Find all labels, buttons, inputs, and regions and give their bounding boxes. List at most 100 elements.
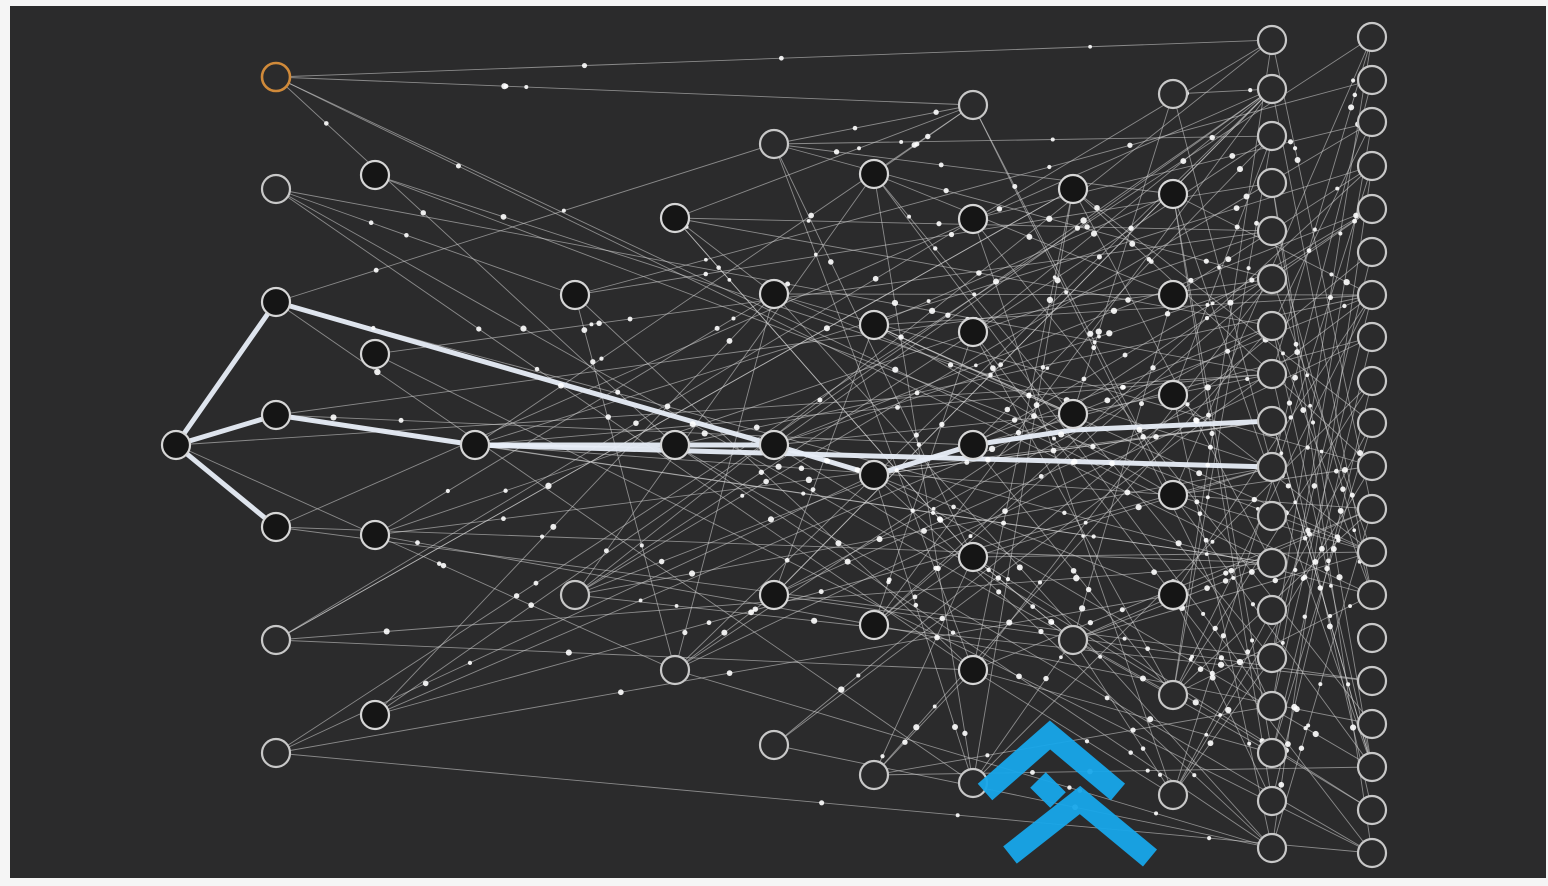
graph-edge [1172, 294, 1373, 696]
graph-edge [773, 143, 974, 558]
graph-node [1256, 73, 1288, 105]
signal-particle [926, 299, 931, 303]
graph-node [1157, 178, 1189, 210]
signal-particle [988, 445, 996, 453]
signal-particle [1037, 580, 1043, 585]
signal-particle [1033, 402, 1040, 408]
graph-edge [972, 669, 1273, 754]
graph-node [1157, 379, 1189, 411]
signal-particle [1050, 447, 1057, 454]
graph-node [858, 309, 890, 341]
graph-edge [574, 294, 676, 671]
signal-particle [952, 724, 959, 731]
signal-particle [1285, 741, 1291, 747]
signal-particle [1054, 277, 1061, 284]
signal-particle [1346, 682, 1351, 687]
signal-particle [1305, 527, 1311, 534]
graph-edge [972, 551, 1373, 558]
graph-node [1256, 737, 1288, 769]
signal-particle [1209, 670, 1215, 676]
signal-particle [1106, 330, 1113, 337]
signal-particle [805, 476, 813, 484]
signal-particle [1236, 658, 1244, 666]
graph-edge [674, 217, 775, 295]
signal-particle [404, 232, 409, 238]
graph-edge [773, 293, 1074, 415]
signal-particle [894, 468, 899, 473]
signal-particle [1140, 434, 1146, 440]
signal-particle [857, 146, 862, 151]
signal-particle [1122, 352, 1128, 358]
graph-edge [1172, 394, 1273, 849]
signal-particle [1342, 303, 1347, 309]
signal-particle [758, 469, 765, 475]
graph-node [260, 173, 292, 205]
graph-node [758, 128, 790, 160]
graph-edge [674, 293, 775, 671]
signal-particle [912, 594, 918, 600]
graph-edge [972, 121, 1373, 220]
graph-node [1356, 321, 1388, 353]
signal-particle [898, 334, 904, 340]
highlighted-edge [173, 412, 279, 448]
graph-edge [972, 88, 1273, 333]
signal-particle [1090, 230, 1098, 237]
graph-edge [972, 331, 1174, 696]
signal-particle [589, 322, 594, 327]
signal-particle [455, 163, 461, 169]
signal-particle [933, 565, 939, 571]
graph-node [1256, 167, 1288, 199]
graph-node [1057, 173, 1089, 205]
signal-particle [1145, 646, 1150, 652]
graph-node [1356, 64, 1388, 96]
signal-particle [1052, 436, 1057, 441]
signal-particle [1312, 730, 1319, 738]
signal-particle [1317, 585, 1323, 591]
signal-particle [1092, 340, 1097, 345]
signal-particle [1312, 558, 1319, 565]
signal-particle [1340, 486, 1346, 492]
graph-node [260, 624, 292, 656]
signal-particle [947, 362, 954, 368]
signal-particle [581, 327, 588, 333]
graph-edge [1271, 79, 1373, 468]
signal-particle [1286, 400, 1293, 406]
signal-particle [1109, 460, 1115, 467]
signal-particle [1127, 142, 1133, 148]
graph-node [1256, 263, 1288, 295]
signal-particle [933, 246, 938, 251]
signal-particle [1308, 403, 1312, 408]
signal-particle [1016, 673, 1022, 680]
graph-edge [574, 594, 1373, 682]
signal-particle [1279, 451, 1284, 456]
graph-node [459, 429, 491, 461]
graph-edge [1072, 294, 1174, 641]
graph-edge [972, 218, 1174, 796]
graph-node [758, 429, 790, 461]
signal-particle [703, 271, 709, 277]
graph-node [1356, 279, 1388, 311]
graph-node [1356, 365, 1388, 397]
signal-particle [1352, 92, 1358, 98]
signal-particle [910, 508, 915, 513]
graph-edge [275, 188, 1174, 696]
signal-particle [1288, 415, 1294, 420]
graph-edge [873, 474, 1174, 596]
graph-node [1157, 679, 1189, 711]
signal-particle [603, 548, 609, 554]
signal-particle [838, 686, 845, 693]
graph-edge [1172, 193, 1273, 754]
signal-particle [1079, 605, 1086, 612]
signal-particle [1197, 666, 1204, 672]
graph-edge [1172, 294, 1373, 596]
signal-particle [1180, 158, 1187, 165]
graph-edge [674, 104, 974, 219]
signal-particle [767, 516, 775, 523]
signal-particle [921, 527, 927, 534]
signal-particle [324, 121, 329, 126]
graph-edge [873, 324, 1373, 553]
signal-particle [374, 368, 381, 376]
highlighted-edge [472, 442, 1275, 470]
signal-particle [1087, 330, 1094, 337]
signal-particle [1196, 470, 1203, 477]
